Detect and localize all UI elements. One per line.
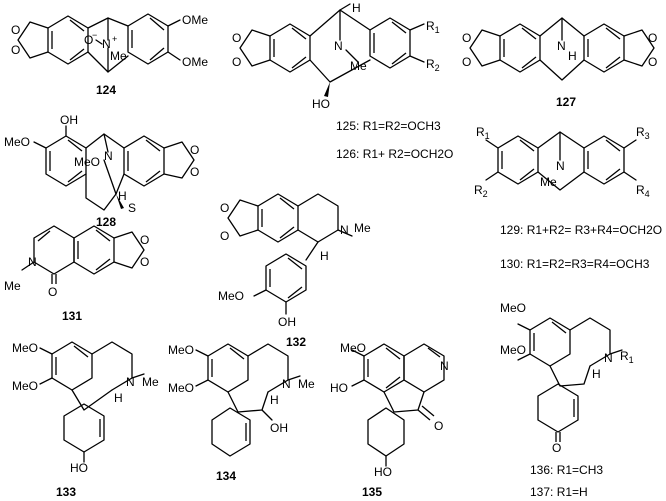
compound-number: 124 bbox=[96, 83, 116, 97]
atom-label: R1 bbox=[476, 125, 490, 141]
compound-number: 135 bbox=[362, 485, 382, 499]
atom-label: O bbox=[84, 33, 93, 47]
atom-label: N bbox=[440, 359, 449, 373]
atom-label: MeO bbox=[500, 343, 526, 357]
atom-label: − bbox=[92, 30, 97, 40]
atom-label: H bbox=[568, 49, 577, 63]
compound-caption: 125: R1=R2=OCH3 bbox=[336, 119, 441, 133]
atom-label: OMe bbox=[182, 13, 208, 27]
atom-label: MeO bbox=[4, 135, 30, 149]
atom-label: O bbox=[232, 31, 241, 45]
atom-label: MeO bbox=[168, 381, 194, 395]
atom-label: N bbox=[102, 37, 111, 51]
atom-label: O bbox=[434, 419, 443, 433]
atom-label: H bbox=[270, 393, 279, 407]
compound-number: 134 bbox=[216, 469, 236, 483]
atom-label: R2 bbox=[426, 57, 440, 73]
atom-label: OH bbox=[278, 315, 296, 329]
compound-number: 128 bbox=[96, 215, 116, 229]
compound-125: O O H N Me HO R1 R2 125: R1=R2=OCH3 126:… bbox=[232, 1, 453, 161]
atom-label: R2 bbox=[474, 183, 488, 199]
compound-caption: 129: R1+R2= R3+R4=OCH2O bbox=[500, 223, 662, 237]
atom-label: O bbox=[648, 55, 657, 69]
atom-label: OMe bbox=[182, 55, 208, 69]
compound-131: N Me O O O 131 bbox=[4, 225, 149, 323]
atom-label: O bbox=[48, 285, 57, 299]
atom-label: MeO bbox=[74, 155, 100, 169]
atom-label: N bbox=[557, 39, 566, 53]
compound-caption: 137: R1=H bbox=[530, 485, 588, 499]
atom-label: O bbox=[190, 143, 199, 157]
atom-label: + bbox=[112, 34, 117, 44]
compound-number: 133 bbox=[56, 485, 76, 499]
atom-label: N bbox=[340, 223, 349, 237]
compound-number: 127 bbox=[556, 95, 576, 109]
atom-label: O bbox=[11, 23, 20, 37]
atom-label: Me bbox=[540, 175, 557, 189]
compound-135: MeO HO N O HO 135 bbox=[330, 341, 449, 499]
atom-label: O bbox=[462, 55, 471, 69]
atom-label: HO bbox=[70, 461, 88, 475]
atom-label: Me bbox=[298, 377, 315, 391]
atom-label: Me bbox=[142, 375, 159, 389]
atom-label: O bbox=[648, 31, 657, 45]
atom-label: H bbox=[592, 367, 601, 381]
atom-label: O bbox=[462, 31, 471, 45]
atom-label: N bbox=[28, 255, 37, 269]
atom-label: R3 bbox=[636, 125, 650, 141]
compound-number: 132 bbox=[286, 335, 306, 349]
compound-caption: 130: R1=R2=R3=R4=OCH3 bbox=[500, 257, 650, 271]
atom-label: R4 bbox=[636, 183, 650, 199]
atom-label: N bbox=[604, 351, 613, 365]
atom-label: MeO bbox=[340, 341, 366, 355]
atom-label: H bbox=[114, 391, 123, 405]
atom-label: H bbox=[118, 189, 127, 203]
atom-label: R1 bbox=[426, 19, 440, 35]
compound-133: MeO MeO N Me H HO 133 bbox=[12, 341, 159, 499]
atom-label: HO bbox=[374, 465, 392, 479]
atom-label: O bbox=[220, 201, 229, 215]
atom-label: H bbox=[320, 249, 329, 263]
atom-label: Me bbox=[4, 279, 21, 293]
compound-127: O O N H O O 127 bbox=[462, 17, 657, 109]
compound-caption: 136: R1=CH3 bbox=[530, 463, 603, 477]
compound-128: OH MeO MeO N H S O O 128 bbox=[4, 113, 199, 229]
atom-label: Me bbox=[110, 49, 127, 63]
atom-label: OH bbox=[60, 113, 78, 127]
compound-134: MeO MeO N Me H OH 134 bbox=[168, 343, 315, 483]
compound-number: 131 bbox=[62, 309, 82, 323]
compound-132: O O N Me H MeO OH 132 bbox=[218, 193, 371, 349]
atom-label: O bbox=[11, 43, 20, 57]
compound-129: R1 R2 R3 R4 N Me 129: R1+R2= R3+R4=OCH2O… bbox=[474, 125, 662, 271]
atom-label: O bbox=[140, 255, 149, 269]
atom-label: N bbox=[334, 39, 343, 53]
atom-label: MeO bbox=[168, 343, 194, 357]
atom-label: N bbox=[282, 377, 291, 391]
atom-label: O bbox=[232, 55, 241, 69]
compound-caption: 126: R1+ R2=OCH2O bbox=[336, 147, 453, 161]
atom-label: MeO bbox=[500, 301, 526, 315]
atom-label: N bbox=[126, 375, 135, 389]
atom-label: R1 bbox=[620, 349, 634, 365]
atom-label: O bbox=[140, 233, 149, 247]
atom-label: Me bbox=[354, 221, 371, 235]
atom-label: MeO bbox=[12, 341, 38, 355]
atom-label: H bbox=[352, 1, 361, 15]
atom-label: O bbox=[220, 229, 229, 243]
atom-label: Me bbox=[350, 59, 367, 73]
atom-label: N bbox=[556, 159, 565, 173]
atom-label: N bbox=[104, 149, 113, 163]
atom-label: O bbox=[190, 165, 199, 179]
compound-136: MeO MeO N R1 H O 136: R1=CH3 137: R1=H bbox=[500, 301, 634, 499]
atom-label: HO bbox=[330, 381, 348, 395]
compound-124: O O N + O − Me OMe OMe 124 bbox=[11, 13, 208, 97]
atom-label: MeO bbox=[12, 379, 38, 393]
atom-label: HO bbox=[312, 97, 330, 111]
atom-label: S bbox=[128, 201, 136, 215]
atom-label: MeO bbox=[218, 289, 244, 303]
atom-label: O bbox=[552, 441, 561, 455]
atom-label: OH bbox=[270, 421, 288, 435]
